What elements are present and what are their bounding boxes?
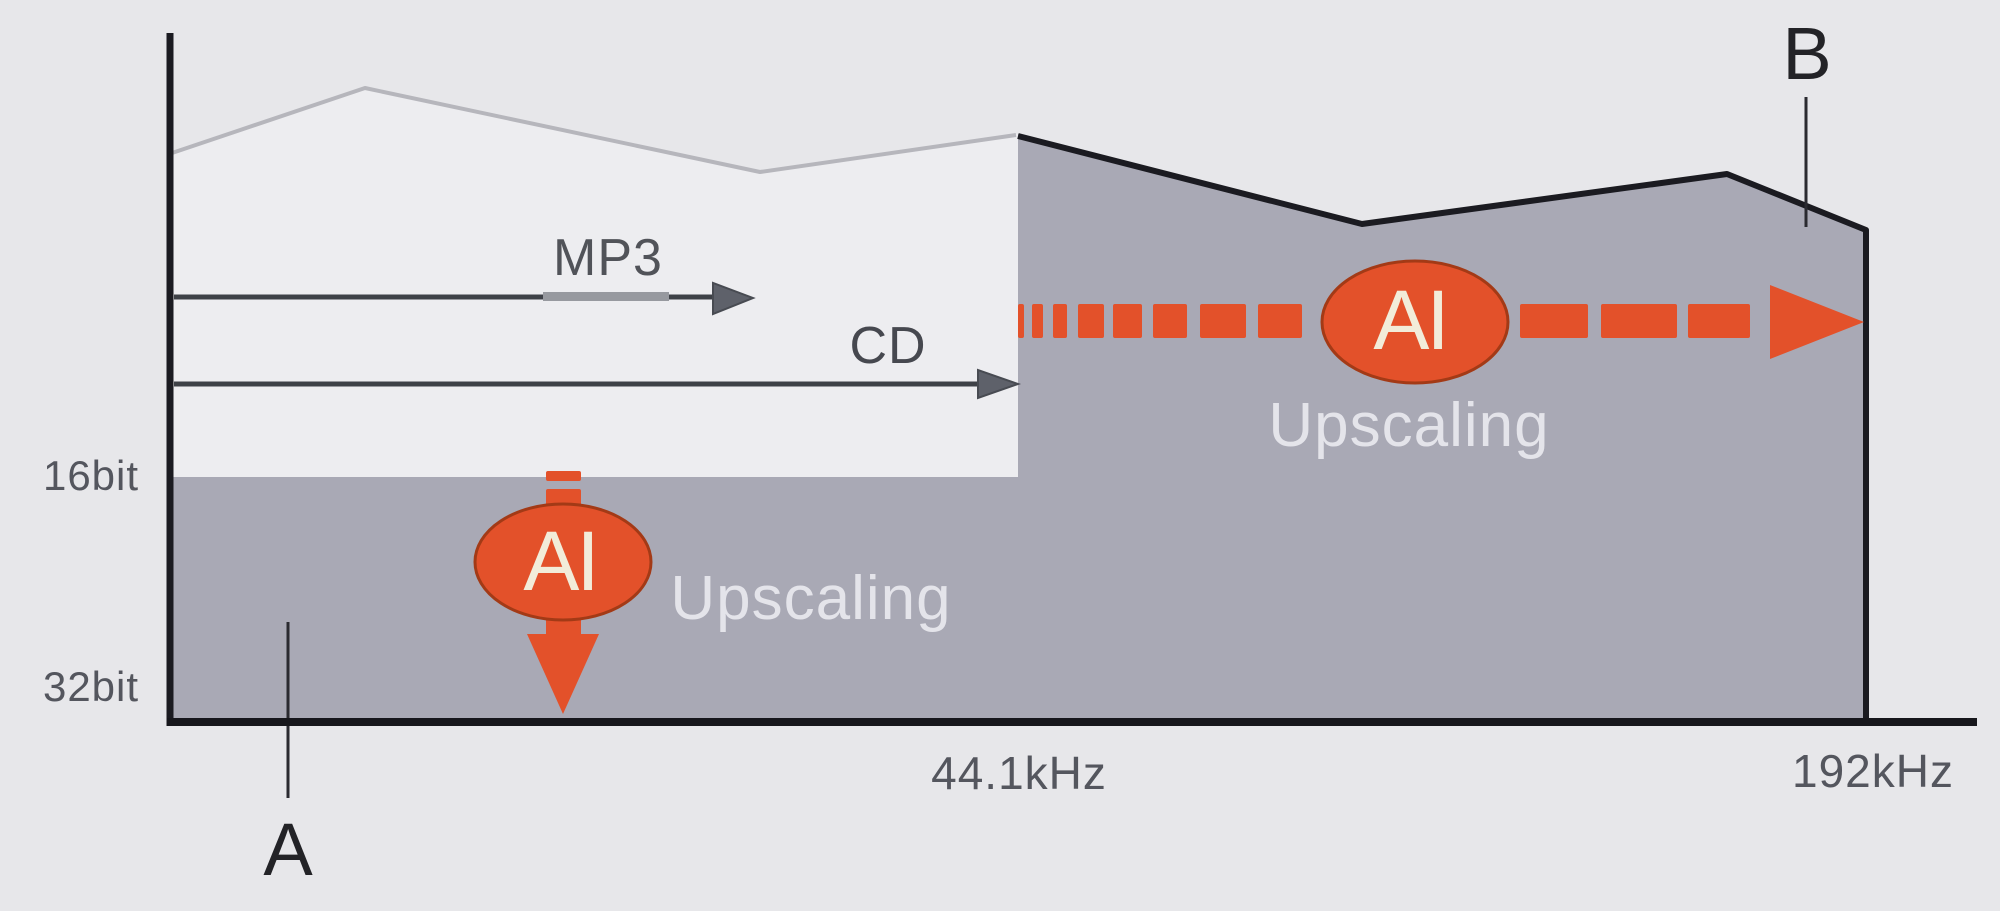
cd-arrow-label: CD [849,317,927,375]
sample-rate-upscaling-arrow [1018,285,1864,359]
x-axis-label-441khz: 44.1kHz [931,747,1107,799]
y-axis-label-16bit: 16bit [42,452,140,499]
y-axis-label-32bit: 32bit [42,663,140,710]
mp3-arrow [174,281,756,316]
sample-rate-upscaling-caption: Upscaling [1268,391,1550,460]
marker-b-label: B [1782,12,1832,95]
x-axis-label-192khz: 192kHz [1792,745,1954,797]
bit-depth-arrowhead [527,634,599,714]
marker-a-label: A [263,808,313,891]
source-spectrum-region [172,88,1018,477]
sample-rate-arrowhead [1770,285,1864,359]
cd-arrow [174,368,1022,400]
ai-badge-sample-rate [1320,259,1510,385]
source-spectrum-outline [171,86,1017,174]
ai-badge-bit-depth [473,502,653,622]
ai-badge-bit-depth-label: AI [523,514,599,608]
upscaled-outline [1017,133,1869,720]
mp3-arrow-label: MP3 [553,229,663,287]
ai-badge-sample-rate-label: AI [1373,273,1449,367]
bit-depth-upscaling-caption: Upscaling [670,564,952,633]
